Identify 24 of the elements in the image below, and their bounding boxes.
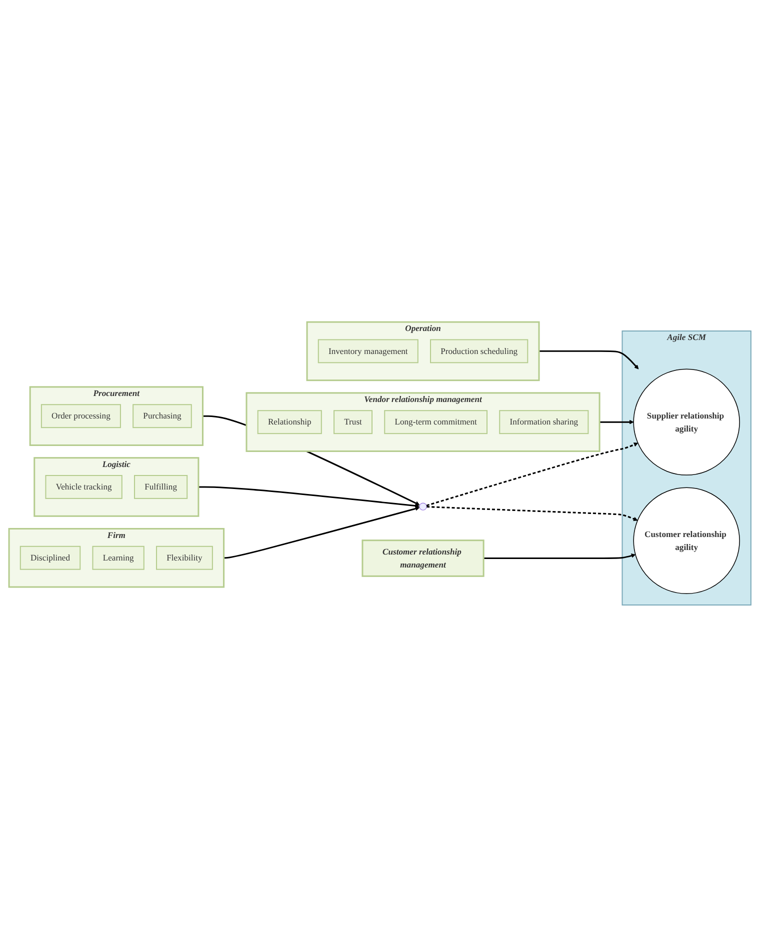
node-box: Fulfilling <box>134 475 188 500</box>
arrow <box>426 443 638 507</box>
node-box: Purchasing <box>132 404 192 429</box>
node-box: Vehicle tracking <box>45 475 122 500</box>
arrow <box>224 506 420 560</box>
node-box: Long-term commitment <box>384 410 488 435</box>
node-circle: Supplier relationship agility <box>633 369 740 476</box>
node-box: Inventory management <box>318 340 418 364</box>
node-circle: Customer relationship agility <box>633 488 740 594</box>
arrow <box>539 350 639 370</box>
node-box: Information sharing <box>499 410 589 435</box>
node-box: Relationship <box>257 410 322 435</box>
node-box: Customer relationship management <box>362 540 484 578</box>
node-box: Production scheduling <box>430 340 528 364</box>
node-box: Flexibility <box>156 546 213 570</box>
arrow <box>484 554 636 560</box>
arrow <box>198 486 420 508</box>
node-circle <box>419 503 427 511</box>
arrow <box>600 420 634 425</box>
node-box: Trust <box>334 410 373 435</box>
arrow <box>426 506 638 522</box>
node-box: Order processing <box>40 404 121 429</box>
node-box: Disciplined <box>20 546 81 570</box>
node-box: Learning <box>92 546 144 570</box>
